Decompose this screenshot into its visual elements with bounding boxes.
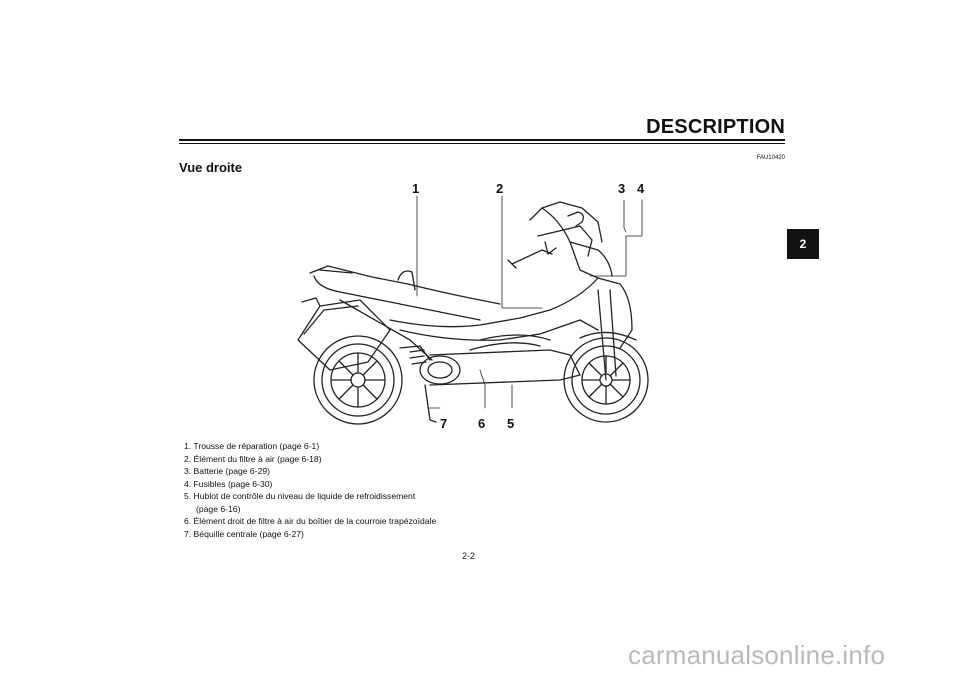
legend-list: 1. Trousse de réparation (page 6-1) 2. É… xyxy=(184,440,436,540)
legend-item: 5. Hublot de contrôle du niveau de liqui… xyxy=(184,491,416,501)
rear-wheel xyxy=(313,335,403,425)
callout-6: 6 xyxy=(478,416,486,431)
callout-3: 3 xyxy=(618,181,626,196)
legend-item: 3. Batterie (page 6-29) xyxy=(184,466,270,476)
scooter-illustration xyxy=(297,195,649,425)
legend-item: 1. Trousse de réparation (page 6-1) xyxy=(184,441,320,451)
chapter-tab: 2 xyxy=(787,229,819,259)
legend-item-continuation: (page 6-16) xyxy=(196,503,241,514)
header-rule-thin xyxy=(179,143,785,144)
front-wheel xyxy=(563,331,649,423)
legend-item: 7. Béquille centrale (page 6-27) xyxy=(184,528,304,539)
legend-item: 6. Élément droit de filtre à air du boît… xyxy=(184,516,437,526)
callout-1: 1 xyxy=(412,181,420,196)
legend-item: 2. Élément du filtre à air (page 6-18) xyxy=(184,453,322,464)
legend-item: 4. Fusibles (page 6-30) xyxy=(184,478,273,489)
page-title: DESCRIPTION xyxy=(646,116,785,138)
callout-7: 7 xyxy=(440,416,448,431)
header-rule xyxy=(179,139,785,141)
callout-4: 4 xyxy=(637,181,645,196)
document-code: FAU10420 xyxy=(756,155,785,161)
page-number: 2-2 xyxy=(462,551,476,561)
section-title: Vue droite xyxy=(179,160,243,175)
watermark-text: carmanualsonline.info xyxy=(628,640,886,670)
callout-2: 2 xyxy=(496,181,504,196)
callout-5: 5 xyxy=(507,416,515,431)
